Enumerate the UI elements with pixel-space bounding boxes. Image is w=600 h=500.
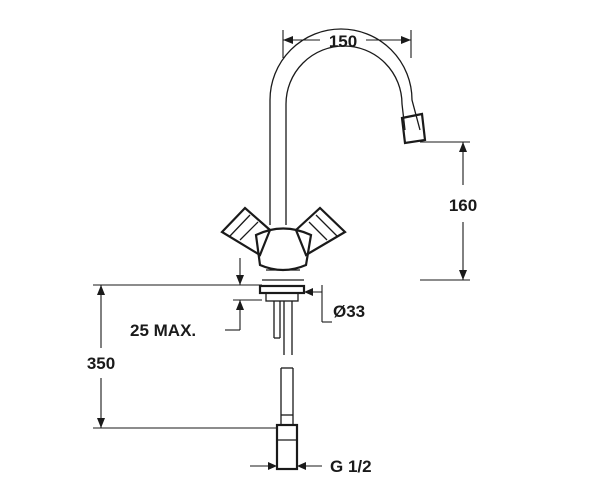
dimension-deck-thickness: 25 MAX. [130, 258, 262, 340]
dim-label-diameter: Ø33 [333, 302, 365, 321]
dimension-hole-diameter: Ø33 [304, 285, 365, 323]
dimension-spout-height: 160 [420, 141, 477, 281]
dim-label-25-max: 25 MAX. [130, 321, 196, 340]
threaded-end [275, 423, 299, 471]
dim-label-160: 160 [449, 196, 477, 215]
spout-outer [269, 28, 421, 225]
spout-inner [285, 45, 406, 225]
mounting-nut [265, 292, 299, 302]
valve-body [254, 227, 313, 272]
dim-label-350: 350 [87, 354, 115, 373]
dim-label-thread: G 1/2 [330, 457, 372, 476]
left-handle-facet [229, 214, 259, 241]
dimension-thread: G 1/2 [250, 457, 372, 476]
faucet-outline [220, 28, 427, 471]
mounting-washer [258, 284, 306, 295]
right-handle-facet [308, 214, 338, 241]
dim-label-150: 150 [329, 32, 357, 51]
dimension-tail-length: 350 [87, 284, 278, 429]
dimension-spout-reach: 150 [282, 30, 412, 58]
spout-aerator [400, 112, 427, 145]
